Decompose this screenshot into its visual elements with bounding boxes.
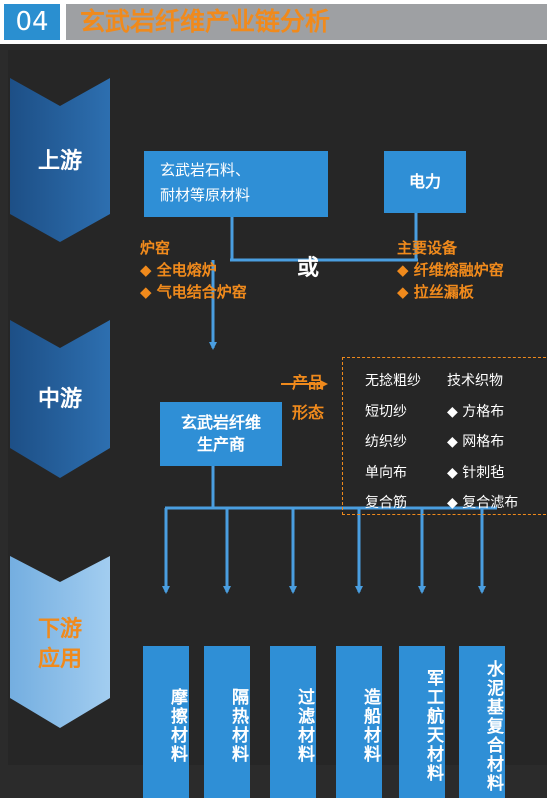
- product-form-line2: 形态: [292, 403, 325, 422]
- product-item: 复合筋: [365, 495, 407, 511]
- stage-downstream-label-1: 下游: [38, 616, 82, 642]
- downstream-app-insulation: 隔热材料: [204, 646, 250, 798]
- raw-materials-box: 玄武岩石料、 耐材等原材料: [144, 151, 328, 217]
- header: 04 玄武岩纤维产业链分析: [0, 0, 547, 44]
- downstream-app-aerospace: 军工航天材料: [399, 646, 445, 798]
- product-item: ◆ 方格布: [447, 403, 505, 420]
- kiln-title: 炉窑: [140, 239, 171, 257]
- downstream-app-filtration: 过滤材料: [270, 646, 316, 798]
- producer-line1: 玄武岩纤维: [180, 413, 261, 432]
- stage-downstream-chevron: [10, 556, 110, 728]
- raw-materials-line1: 玄武岩石料、: [160, 161, 251, 179]
- equipment-title: 主要设备: [397, 239, 458, 257]
- product-item: 短切纱: [365, 403, 407, 420]
- raw-materials-line2: 耐材等原材料: [160, 186, 251, 204]
- kiln-item: ◆ 气电结合炉窑: [140, 283, 247, 301]
- product-item: ◆ 针刺毡: [447, 464, 505, 481]
- kiln-item: ◆ 全电熔炉: [140, 261, 217, 279]
- product-forms-box: 无捻粗纱 短切纱 纺织纱 单向布 复合筋 技术织物 ◆ 方格布 ◆ 网格布 ◆ …: [342, 357, 547, 515]
- producer-box: 玄武岩纤维 生产商: [160, 402, 282, 466]
- title-bar: 玄武岩纤维产业链分析: [66, 4, 547, 40]
- producer-line2: 生产商: [196, 435, 245, 454]
- or-label: 或: [297, 256, 320, 281]
- kiln-list: 炉窑 ◆ 全电熔炉 ◆ 气电结合炉窑: [140, 237, 247, 303]
- product-column-2: 技术织物 ◆ 方格布 ◆ 网格布 ◆ 针刺毡 ◆ 复合滤布: [447, 366, 518, 519]
- power-box: 电力: [384, 151, 466, 213]
- downstream-app-friction: 摩擦材料: [143, 646, 189, 798]
- stage-upstream-chevron: [10, 78, 110, 242]
- product-item: 纺织纱: [365, 434, 407, 450]
- diagram-graphics: 上游 中游 下游 应用: [10, 78, 497, 728]
- page-title: 玄武岩纤维产业链分析: [80, 7, 331, 36]
- product-form-line1: 产品: [292, 373, 325, 392]
- product-form-label: 产品 形态: [292, 368, 328, 428]
- product-item: ◆ 网格布: [447, 434, 505, 450]
- stage-downstream-label-2: 应用: [38, 646, 82, 672]
- downstream-app-cement-composite: 水泥基复合材料: [459, 646, 505, 798]
- equipment-item: ◆ 拉丝漏板: [397, 283, 474, 301]
- equipment-list: 主要设备 ◆ 纤维熔融炉窑 ◆ 拉丝漏板: [397, 237, 504, 303]
- product-item: 无捻粗纱: [365, 373, 421, 389]
- product-item: 单向布: [365, 464, 407, 481]
- stage-midstream-chevron: [10, 320, 110, 478]
- diagram-area: 上游 中游 下游 应用 玄武岩石料、 耐材等原材料 电力 炉窑 ◆ 全电熔炉 ◆…: [8, 50, 547, 798]
- product-item: 技术织物: [447, 373, 503, 389]
- product-column-1: 无捻粗纱 短切纱 纺织纱 单向布 复合筋: [365, 366, 421, 519]
- stage-midstream-label: 中游: [38, 386, 82, 412]
- downstream-app-shipbuilding: 造船材料: [336, 646, 382, 798]
- stage-upstream-label: 上游: [38, 148, 82, 174]
- equipment-item: ◆ 纤维熔融炉窑: [397, 261, 504, 279]
- section-number: 04: [4, 4, 60, 40]
- product-item: ◆ 复合滤布: [447, 495, 519, 511]
